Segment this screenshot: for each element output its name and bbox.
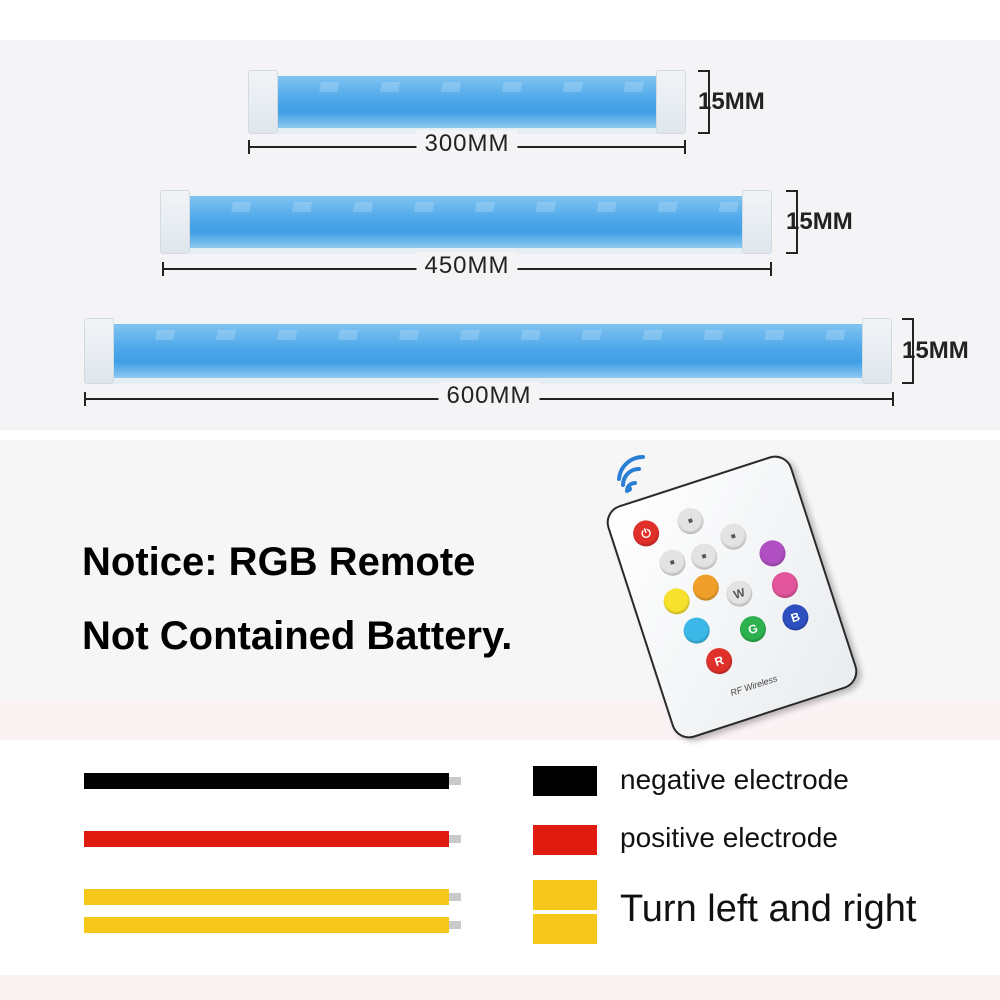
green-button: G	[736, 612, 770, 646]
rgb-remote-control: ⏻ ■ ■ ■ ■ W B G R RF Wireless	[602, 450, 862, 744]
width-dimension-3: 15MM	[902, 318, 969, 384]
divider-band	[0, 700, 1000, 740]
red-wire	[84, 831, 449, 847]
cyan-button	[680, 614, 714, 647]
length-label: 600MM	[438, 382, 540, 410]
red-wire-tip	[449, 835, 461, 843]
mode-button-2: ■	[717, 520, 750, 553]
yellow-wire-2-tip	[449, 921, 461, 929]
turn-signal-label: Turn left and right	[620, 888, 917, 930]
notice-line-1: Notice: RGB Remote	[82, 540, 476, 584]
mode-button-3: ■	[656, 546, 689, 580]
led-strip-300mm	[248, 70, 686, 134]
footer-band	[0, 975, 1000, 1000]
length-label: 300MM	[416, 130, 518, 158]
black-wire	[84, 773, 449, 789]
yellow-wire-1	[84, 889, 449, 905]
mode-button-4: ■	[687, 540, 721, 574]
length-dimension-600mm: 600MM	[84, 382, 894, 410]
width-label: 15MM	[698, 88, 765, 115]
black-swatch	[533, 766, 597, 796]
white-button: W	[722, 577, 756, 610]
wireless-signal-icon	[617, 455, 645, 493]
notice-text: Notice: RGB Remote Not Contained Battery…	[82, 525, 622, 673]
yellow-wire-2	[84, 917, 449, 933]
length-dimension-450mm: 450MM	[162, 252, 772, 280]
black-wire-tip	[449, 777, 461, 785]
orange-button	[689, 571, 723, 605]
red-button: R	[702, 644, 736, 678]
yellow-swatch-1	[533, 880, 597, 910]
red-swatch	[533, 825, 597, 855]
led-strip-600mm	[84, 318, 892, 384]
mode-button-1: ■	[674, 504, 707, 538]
width-label: 15MM	[786, 208, 853, 235]
blue-button: B	[779, 601, 812, 634]
pink-button	[768, 568, 802, 602]
positive-electrode-label: positive electrode	[620, 822, 838, 853]
yellow-wire-1-tip	[449, 893, 461, 901]
purple-button	[756, 536, 789, 570]
remote-brand-label: RF Wireless	[729, 673, 779, 698]
notice-line-2: Not Contained Battery.	[82, 614, 513, 658]
length-dimension-300mm: 300MM	[248, 130, 686, 158]
width-dimension-1: 15MM	[698, 70, 765, 134]
power-button: ⏻	[629, 517, 663, 550]
length-label: 450MM	[416, 252, 518, 280]
yellow-swatch-2	[533, 914, 597, 944]
width-label: 15MM	[902, 337, 969, 364]
yellow-button	[660, 584, 694, 618]
negative-electrode-label: negative electrode	[620, 764, 849, 795]
led-strip-450mm	[160, 190, 772, 254]
width-dimension-2: 15MM	[786, 190, 853, 254]
